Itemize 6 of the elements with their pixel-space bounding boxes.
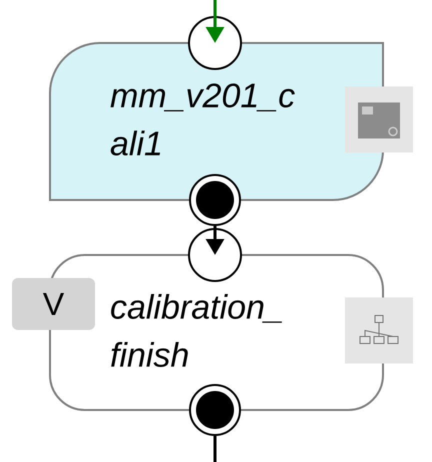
- port-circle: [188, 228, 242, 282]
- process-box: mm_v201_c ali1: [49, 42, 384, 201]
- filled-port-circle: [189, 384, 241, 436]
- port-circle: [188, 16, 242, 70]
- version-badge: V: [12, 278, 95, 330]
- filled-port-circle: [189, 174, 241, 226]
